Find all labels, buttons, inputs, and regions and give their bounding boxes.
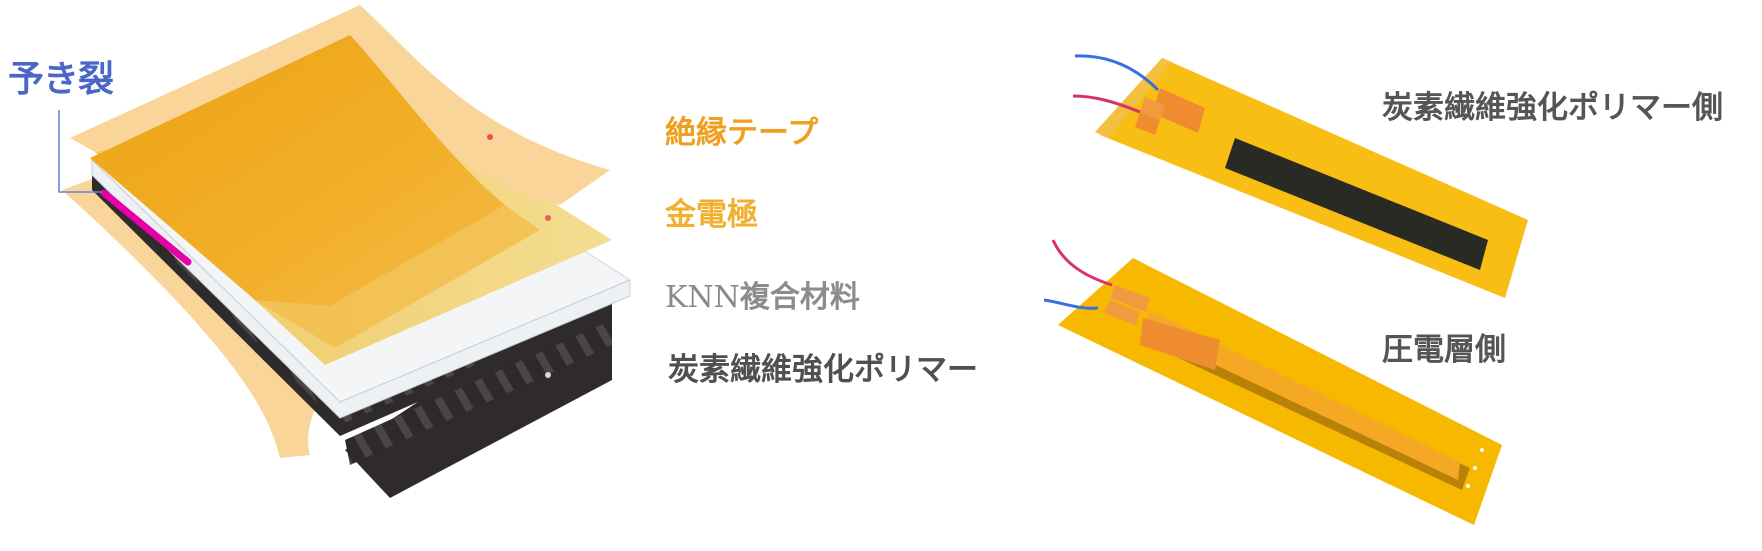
crack-leader-line [58, 110, 102, 193]
pre-crack-line [100, 189, 192, 266]
piezo-side-photo-label: 圧電層側 [1382, 332, 1506, 368]
knn-suffix: 複合材料 [739, 280, 860, 315]
insulating-tape-label: 絶縁テープ [665, 115, 819, 151]
cfrp-side-photo-label: 炭素繊維強化ポリマー側 [1382, 90, 1723, 126]
photo-piezo-side [1043, 239, 1502, 525]
knn-prefix: KNN [665, 280, 740, 315]
top-tape-inner [90, 35, 505, 306]
gold-electrode-label: 金電極 [665, 197, 758, 233]
knn-composite-label: KNN複合材料 [665, 283, 860, 313]
pre-crack-label: 予き裂 [8, 59, 114, 100]
top-tape-overlap [255, 205, 540, 348]
photo-cfrp-side [1072, 54, 1528, 298]
bottom-tape-sheet [62, 176, 360, 458]
cfrp-label: 炭素繊維強化ポリマー [668, 352, 978, 388]
cfrp-weave-face [345, 320, 612, 465]
